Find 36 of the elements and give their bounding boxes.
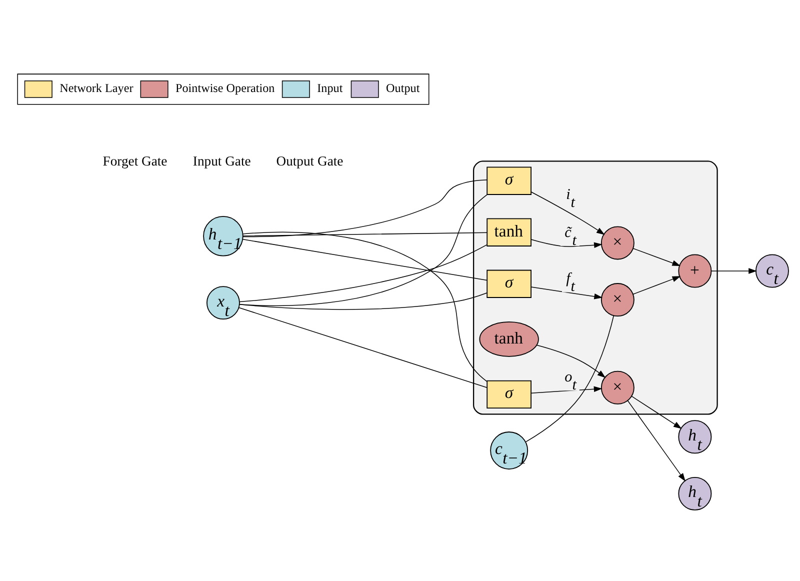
arrow	[530, 386, 602, 394]
label: Output Gate	[276, 153, 344, 168]
connector	[242, 238, 488, 281]
legend-label: Output	[386, 81, 420, 96]
arrow	[536, 344, 606, 378]
node-circle: +	[678, 254, 712, 288]
node-circle: ×	[600, 226, 634, 260]
node-circle: ×	[600, 370, 634, 404]
arrow	[633, 248, 681, 266]
legend-label: Input	[317, 81, 343, 96]
label: Input Gate	[192, 153, 251, 168]
arrow	[530, 239, 602, 248]
node-box: σ	[486, 380, 532, 409]
node-circle: ×	[600, 283, 634, 317]
connector	[239, 244, 488, 302]
arrow	[631, 396, 682, 429]
arrow	[711, 268, 757, 274]
arrow	[530, 192, 605, 235]
connector	[242, 179, 488, 238]
node-ellipse: tanh	[479, 321, 539, 357]
arrow	[632, 276, 681, 295]
arrow	[530, 286, 603, 300]
cluster	[472, 160, 718, 415]
arrow	[627, 400, 686, 482]
node-box: tanh	[486, 218, 532, 246]
label: Forget Gate	[102, 153, 168, 168]
node-box: σ	[486, 270, 532, 298]
connector	[239, 194, 488, 306]
connector	[238, 307, 488, 388]
legend-label: Pointwise Operation	[176, 81, 275, 96]
connector	[239, 292, 488, 310]
connector	[242, 232, 488, 382]
legend-label: Network Layer	[60, 81, 134, 96]
connector	[525, 315, 614, 442]
node-box: σ	[486, 166, 532, 195]
connector	[242, 232, 488, 236]
